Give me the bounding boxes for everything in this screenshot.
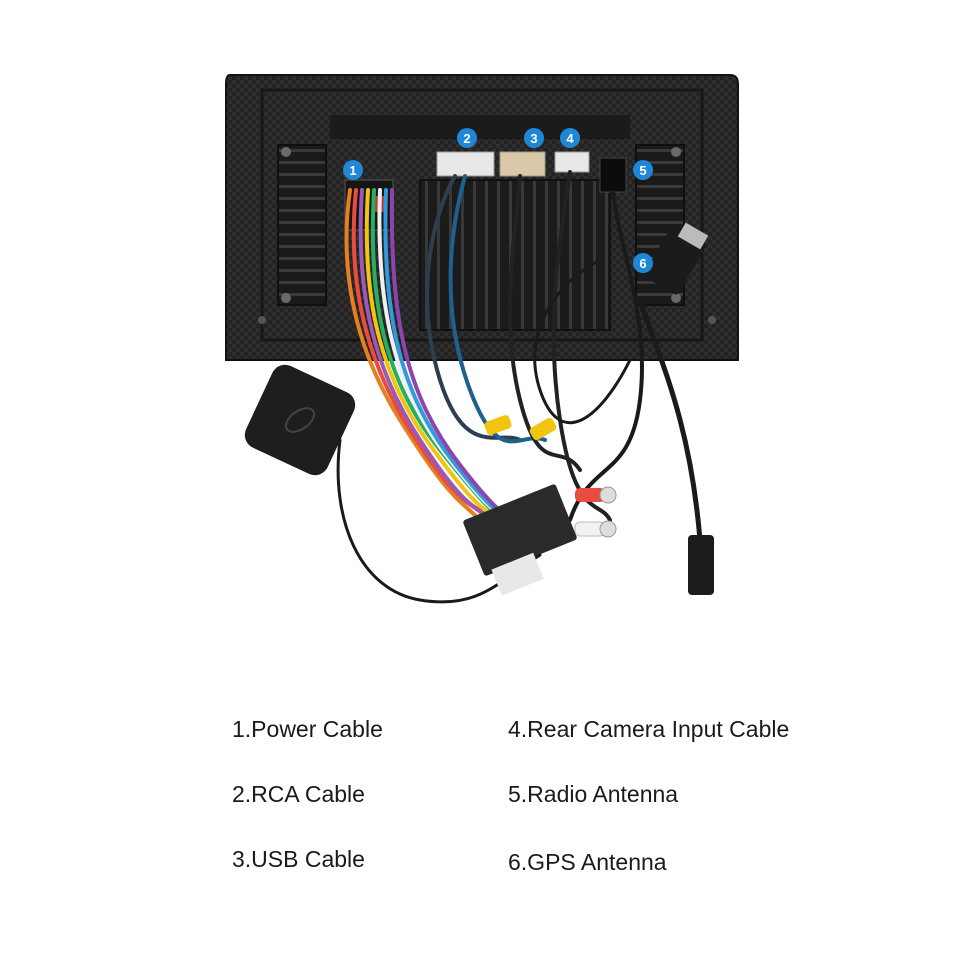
usb-connector bbox=[644, 222, 709, 295]
gps-module bbox=[244, 364, 356, 476]
badge-6: 6 bbox=[633, 253, 653, 273]
legend-item-gps-antenna: 6.GPS Antenna bbox=[508, 849, 667, 875]
svg-text:4: 4 bbox=[566, 131, 574, 146]
badge-5: 5 bbox=[633, 160, 653, 180]
head-unit-illustration: 1 2 3 4 5 6 bbox=[225, 74, 739, 604]
legend-item-rear-camera-input-cable: 4.Rear Camera Input Cable bbox=[508, 716, 790, 742]
legend-item-power-cable: 1.Power Cable bbox=[232, 716, 383, 742]
badge-2: 2 bbox=[457, 128, 477, 148]
cable-legend: 1.Power Cable 2.RCA Cable 3.USB Cable 4.… bbox=[0, 690, 960, 930]
badge-3: 3 bbox=[524, 128, 544, 148]
badge-1: 1 bbox=[343, 160, 363, 180]
svg-text:6: 6 bbox=[639, 256, 646, 271]
iso-plug bbox=[463, 484, 577, 596]
legend-item-usb-cable: 3.USB Cable bbox=[232, 846, 365, 872]
product-photo: 1 2 3 4 5 6 bbox=[225, 74, 739, 604]
wiring-harness bbox=[336, 170, 703, 604]
svg-text:1: 1 bbox=[349, 163, 356, 178]
svg-text:2: 2 bbox=[463, 131, 470, 146]
svg-text:3: 3 bbox=[530, 131, 537, 146]
legend-item-radio-antenna: 5.Radio Antenna bbox=[508, 781, 679, 807]
rca-plugs bbox=[484, 415, 617, 538]
legend-item-rca-cable: 2.RCA Cable bbox=[232, 781, 365, 807]
svg-text:5: 5 bbox=[639, 163, 646, 178]
head-unit-housing bbox=[225, 74, 739, 361]
badge-4: 4 bbox=[560, 128, 580, 148]
radio-antenna-plug bbox=[688, 535, 714, 595]
